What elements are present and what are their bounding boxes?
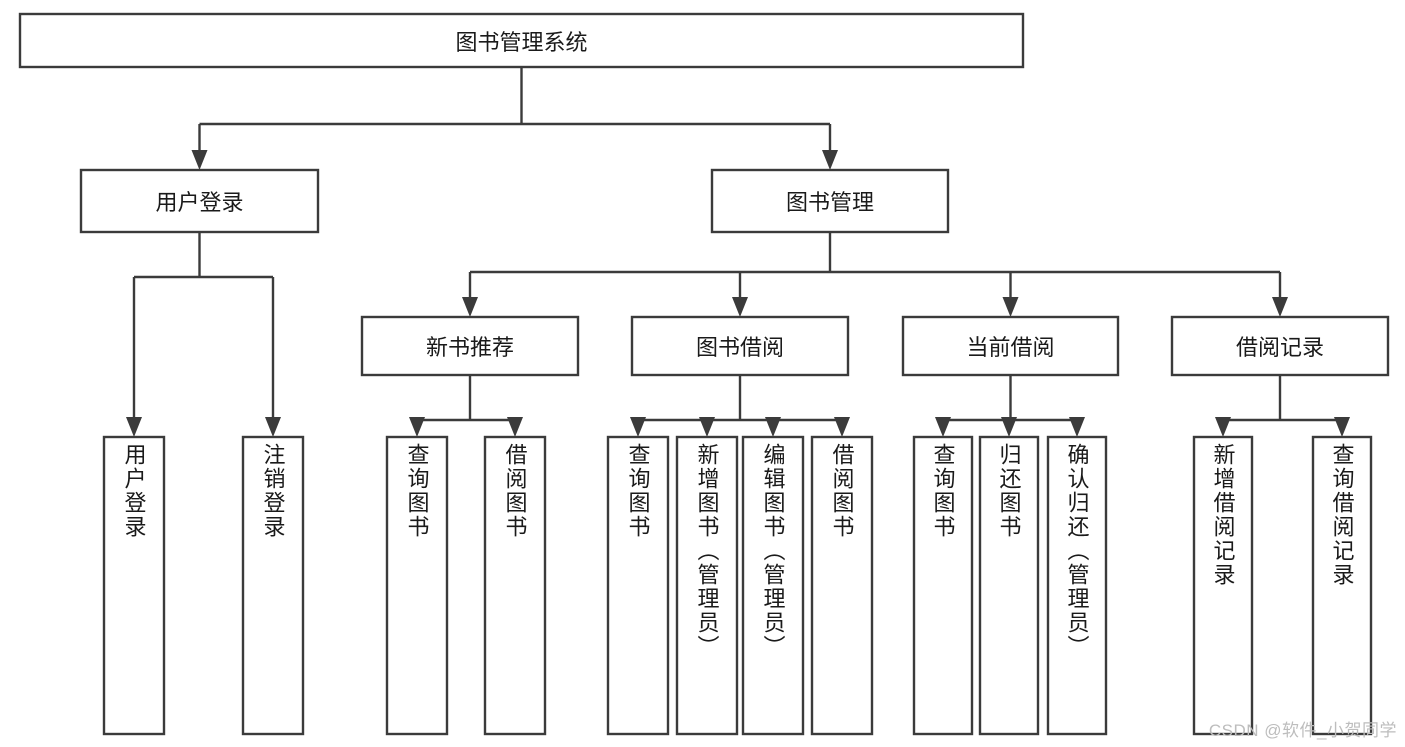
node-box-book-manage[interactable]: [710, 168, 950, 234]
arrowhead-leaf-user-logout: [265, 417, 281, 437]
arrowhead-leaf-query-borrow-record: [1334, 417, 1350, 437]
node-box-leaf-confirm-return-admin[interactable]: [1046, 435, 1108, 736]
arrowhead-current-borrow: [1002, 297, 1019, 317]
node-box-current-borrow[interactable]: [901, 315, 1120, 377]
node-box-book-borrow[interactable]: [630, 315, 850, 377]
arrowhead-leaf-borrow-book: [834, 417, 850, 437]
arrowhead-leaf-add-borrow-record: [1215, 417, 1231, 437]
arrowhead-leaf-query-book-current: [935, 417, 951, 437]
node-box-leaf-add-borrow-record[interactable]: [1192, 435, 1254, 736]
node-box-new-book-recommend[interactable]: [360, 315, 580, 377]
node-box-root[interactable]: [18, 12, 1025, 69]
arrowhead-book-borrow: [732, 297, 748, 317]
node-box-leaf-borrow-book-recommend[interactable]: [483, 435, 547, 736]
watermark: CSDN @软件_小贺同学: [1208, 721, 1397, 740]
node-box-leaf-return-book[interactable]: [978, 435, 1040, 736]
node-box-leaf-query-borrow-record[interactable]: [1311, 435, 1373, 736]
node-box-leaf-query-book-recommend[interactable]: [385, 435, 449, 736]
arrowhead-leaf-borrow-book-recommend: [507, 417, 523, 437]
arrowhead-book-manage: [822, 150, 838, 170]
arrowhead-user-login: [191, 150, 208, 170]
node-box-leaf-query-book-current[interactable]: [912, 435, 974, 736]
node-box-user-login[interactable]: [79, 168, 320, 234]
node-box-leaf-user-logout[interactable]: [241, 435, 305, 736]
arrowhead-new-book-recommend: [462, 297, 478, 317]
boxes-layer: [18, 12, 1390, 736]
node-box-borrow-record[interactable]: [1170, 315, 1390, 377]
arrowhead-leaf-confirm-return-admin: [1069, 417, 1085, 437]
node-box-leaf-user-login[interactable]: [102, 435, 166, 736]
edges-layer: [126, 67, 1350, 437]
arrowhead-borrow-record: [1272, 297, 1288, 317]
node-box-leaf-borrow-book[interactable]: [810, 435, 874, 736]
node-box-leaf-add-book-admin[interactable]: [675, 435, 739, 736]
arrowhead-leaf-query-book-borrow: [630, 417, 646, 437]
arrowhead-leaf-edit-book-admin: [765, 417, 781, 437]
arrowhead-leaf-return-book: [1001, 417, 1017, 437]
arrowhead-leaf-user-login: [126, 417, 142, 437]
node-box-leaf-query-book-borrow[interactable]: [606, 435, 670, 736]
arrowhead-leaf-add-book-admin: [699, 417, 715, 437]
arrowhead-leaf-query-book-recommend: [409, 417, 425, 437]
node-box-leaf-edit-book-admin[interactable]: [741, 435, 805, 736]
